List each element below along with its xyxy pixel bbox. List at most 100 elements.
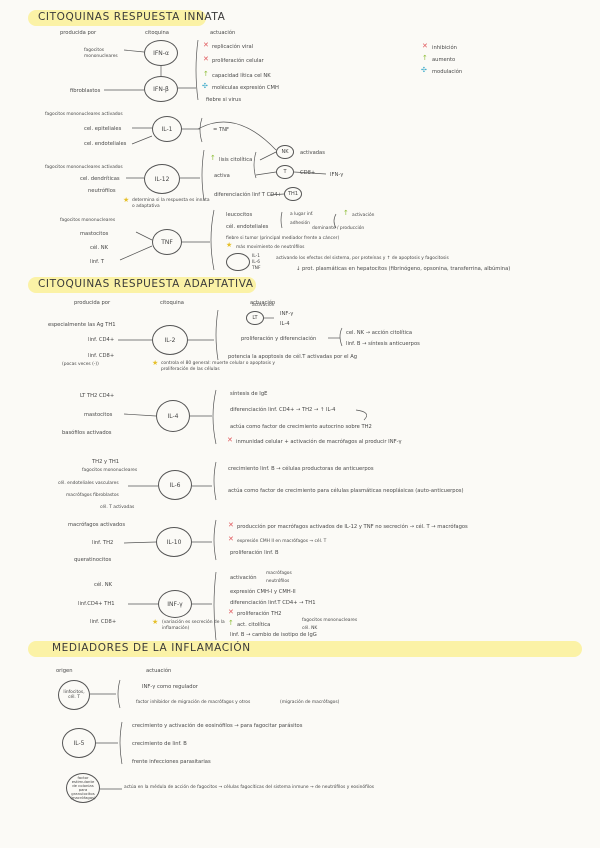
- il12-source-2: cel. dendríticas: [80, 176, 120, 182]
- il5-act-b: crecimiento de linf. B: [132, 741, 187, 747]
- il4-source-3: basófilos activados: [62, 430, 112, 436]
- il6-act-1: crecimiento linf. B → células productora…: [228, 466, 374, 472]
- tnf-circle: TNF: [152, 229, 182, 255]
- il10-act1-icon: ✕: [228, 521, 234, 529]
- inhibition-icon: ✕: [422, 42, 428, 50]
- ifng-act-4: proliferación TH2: [237, 611, 282, 617]
- legend-aumento: aumento: [432, 57, 456, 63]
- il2-note-star: ★: [152, 359, 159, 367]
- il10-source-1: macrófagos activados: [68, 522, 126, 528]
- ifn-act-4: moléculas expresión CMH: [212, 85, 279, 91]
- adapt-header-producida: producida por: [74, 300, 111, 306]
- ifng-sub-2: neutrófilos: [266, 579, 290, 584]
- legend-inhibicion: inhibición: [432, 45, 457, 51]
- m3-act-a: actúa en la médula de acción de fagocito…: [124, 785, 375, 790]
- il2-source-1: especialmente las Ag TH1: [48, 322, 116, 328]
- m1-act-c: (migración de macrófagos): [280, 700, 340, 705]
- tnf-source-2: mastocitos: [80, 231, 109, 237]
- il12-circle: IL-12: [144, 164, 180, 194]
- ifn-act-3: capacidad lítica cel NK: [212, 73, 271, 79]
- il5-act-a: crecimiento y activación de eosinófilos …: [132, 723, 303, 729]
- il10-act2-icon: ✕: [228, 535, 234, 543]
- il12-act-2: activa: [214, 173, 230, 179]
- il4-act-2: diferenciación linf. CD4+ → TH2 → ↑ IL-4: [230, 407, 336, 413]
- ifn-source-1: fagocitos mononucleares: [84, 48, 118, 59]
- increase-icon: ↑: [422, 54, 428, 62]
- tnf-source-4: linf. T: [90, 259, 105, 265]
- il2-result-1: INF-γ: [280, 311, 294, 317]
- ifng-act5-icon: ↑: [228, 619, 234, 627]
- ifng-act4-icon: ✕: [228, 608, 234, 616]
- il2-circle: IL-2: [152, 325, 188, 355]
- ifng-sub-3: fagocitos mononucleares: [302, 618, 358, 623]
- il6-source-3: cél. endoteliales vasculares: [58, 481, 119, 486]
- modulation-icon: ✣: [421, 66, 427, 74]
- header-actuacion: actuación: [210, 30, 236, 36]
- il1-source-1: fagocitos mononucleares activados: [45, 112, 123, 117]
- ifng-act-2: expresión CMH-I y CMH-II: [230, 589, 296, 595]
- il6-circle: IL-6: [158, 470, 192, 500]
- tnf-act-4: más movimiento de neutrófilos: [236, 245, 305, 250]
- tnf-act-2: cél. endoteliales: [226, 224, 269, 230]
- section-highlight-mediadores: [28, 641, 582, 657]
- il10-act-3: proliferación linf. B: [230, 550, 279, 556]
- ifng-note: (variación es secreción de la inflamació…: [162, 620, 225, 631]
- ifn-act2-icon: ✕: [203, 55, 209, 63]
- il12-note: determina si la respuesta es innata o ad…: [132, 198, 210, 209]
- ifn-source-2: fibroblastos: [70, 88, 101, 94]
- il4-act-4: inmunidad celular + activación de macróf…: [236, 439, 402, 445]
- il10-source-3: queratinocitos: [74, 557, 112, 563]
- ifn-alpha-circle: IFN-α: [144, 40, 178, 66]
- tnf-act-1: leucocitos: [226, 212, 253, 218]
- ifng-sub-4: cél. NK: [302, 626, 318, 631]
- tnf-sub-2: adhesión: [290, 221, 310, 226]
- il6-source-5: cél. T activadas: [100, 505, 135, 510]
- il12-source-1: fagocitos mononucleares activados: [45, 165, 123, 170]
- il2-result-4: linf. B → síntesis anticuerpos: [346, 341, 420, 347]
- il12-act-1: lisis citolítica: [219, 157, 253, 163]
- il12-act1-icon: ↑: [210, 154, 216, 162]
- header-citoquina: citoquina: [145, 30, 169, 36]
- tnf-act-6: activando los efectos del sistema, por p…: [276, 256, 449, 261]
- ifng-act-3: diferenciación linf.T CD4+ → TH1: [230, 600, 316, 606]
- tnf-sub-4: dominante / producción: [312, 226, 365, 231]
- il4-act-1: síntesis de IgE: [230, 391, 268, 397]
- il1-source-2: cel. epiteliales: [84, 126, 122, 132]
- il2-act-2: proliferación y diferenciación: [241, 336, 317, 342]
- il10-source-2: linf. TH2: [92, 540, 114, 546]
- ifn-act-2: proliferación celular: [212, 58, 264, 64]
- il10-act-2: expresión CMH II en macrófagos → cél. T: [237, 539, 327, 544]
- ifng-act-6: linf. B → cambio de isotipo de IgG: [230, 632, 317, 638]
- il4-act-3: actúa como factor de crecimiento autocri…: [230, 424, 372, 430]
- il2-source-2: linf. CD4+: [88, 337, 115, 343]
- ifn-act4-icon: ✣: [202, 82, 208, 90]
- header-producida-por: producida por: [60, 30, 97, 36]
- il2-source-3: linf. CD8+: [88, 353, 115, 359]
- il6-act-2: actúa como factor de crecimiento para cé…: [228, 488, 464, 494]
- il4-source-1: LT TH2 CD4+: [80, 393, 115, 399]
- section-title-innata: CITOQUINAS RESPUESTA INNATA: [38, 11, 226, 23]
- tnf-act-7: ↓ prot. plasmáticas en hepatocitos (fibr…: [296, 266, 511, 272]
- section-highlight-adaptativa: [28, 277, 256, 293]
- ifng-sub-1: macrófagos: [266, 571, 292, 576]
- il2-note: controla el 80 general: muerte celular o…: [161, 361, 276, 372]
- ifn-act3-icon: ↑: [203, 70, 209, 78]
- med-header-origen: origen: [56, 668, 73, 674]
- il4-circle: IL-4: [156, 400, 190, 432]
- il1-circle: IL-1: [152, 116, 182, 142]
- il6-source-2: fagocitos mononucleares: [82, 468, 138, 473]
- tnf-act4-star: ★: [226, 241, 233, 249]
- section-highlight-innata: [28, 10, 206, 26]
- section-title-mediadores: MEDIADORES DE LA INFLAMACIÓN: [52, 642, 251, 654]
- il6-source-4: macrófagos fibroblastos: [66, 493, 119, 498]
- il6-source-1: TH2 y TH1: [92, 459, 120, 465]
- il12-result-3: IFN-γ: [330, 172, 344, 178]
- adapt-header-citoquina: citoquina: [160, 300, 184, 306]
- ifng-source-2: linf.CD4+ TH1: [78, 601, 115, 607]
- il2-act-1: activación: [252, 303, 275, 308]
- il1-act: = TNF: [213, 127, 230, 133]
- adapt-header-actuacion: actuación: [250, 300, 276, 306]
- il12-act-3: diferenciación linf T CD4+: [214, 192, 282, 198]
- tnf-act-5: IL-1 IL-6 TNF: [252, 254, 261, 271]
- ifng-act-5: act. citolítica: [237, 622, 271, 628]
